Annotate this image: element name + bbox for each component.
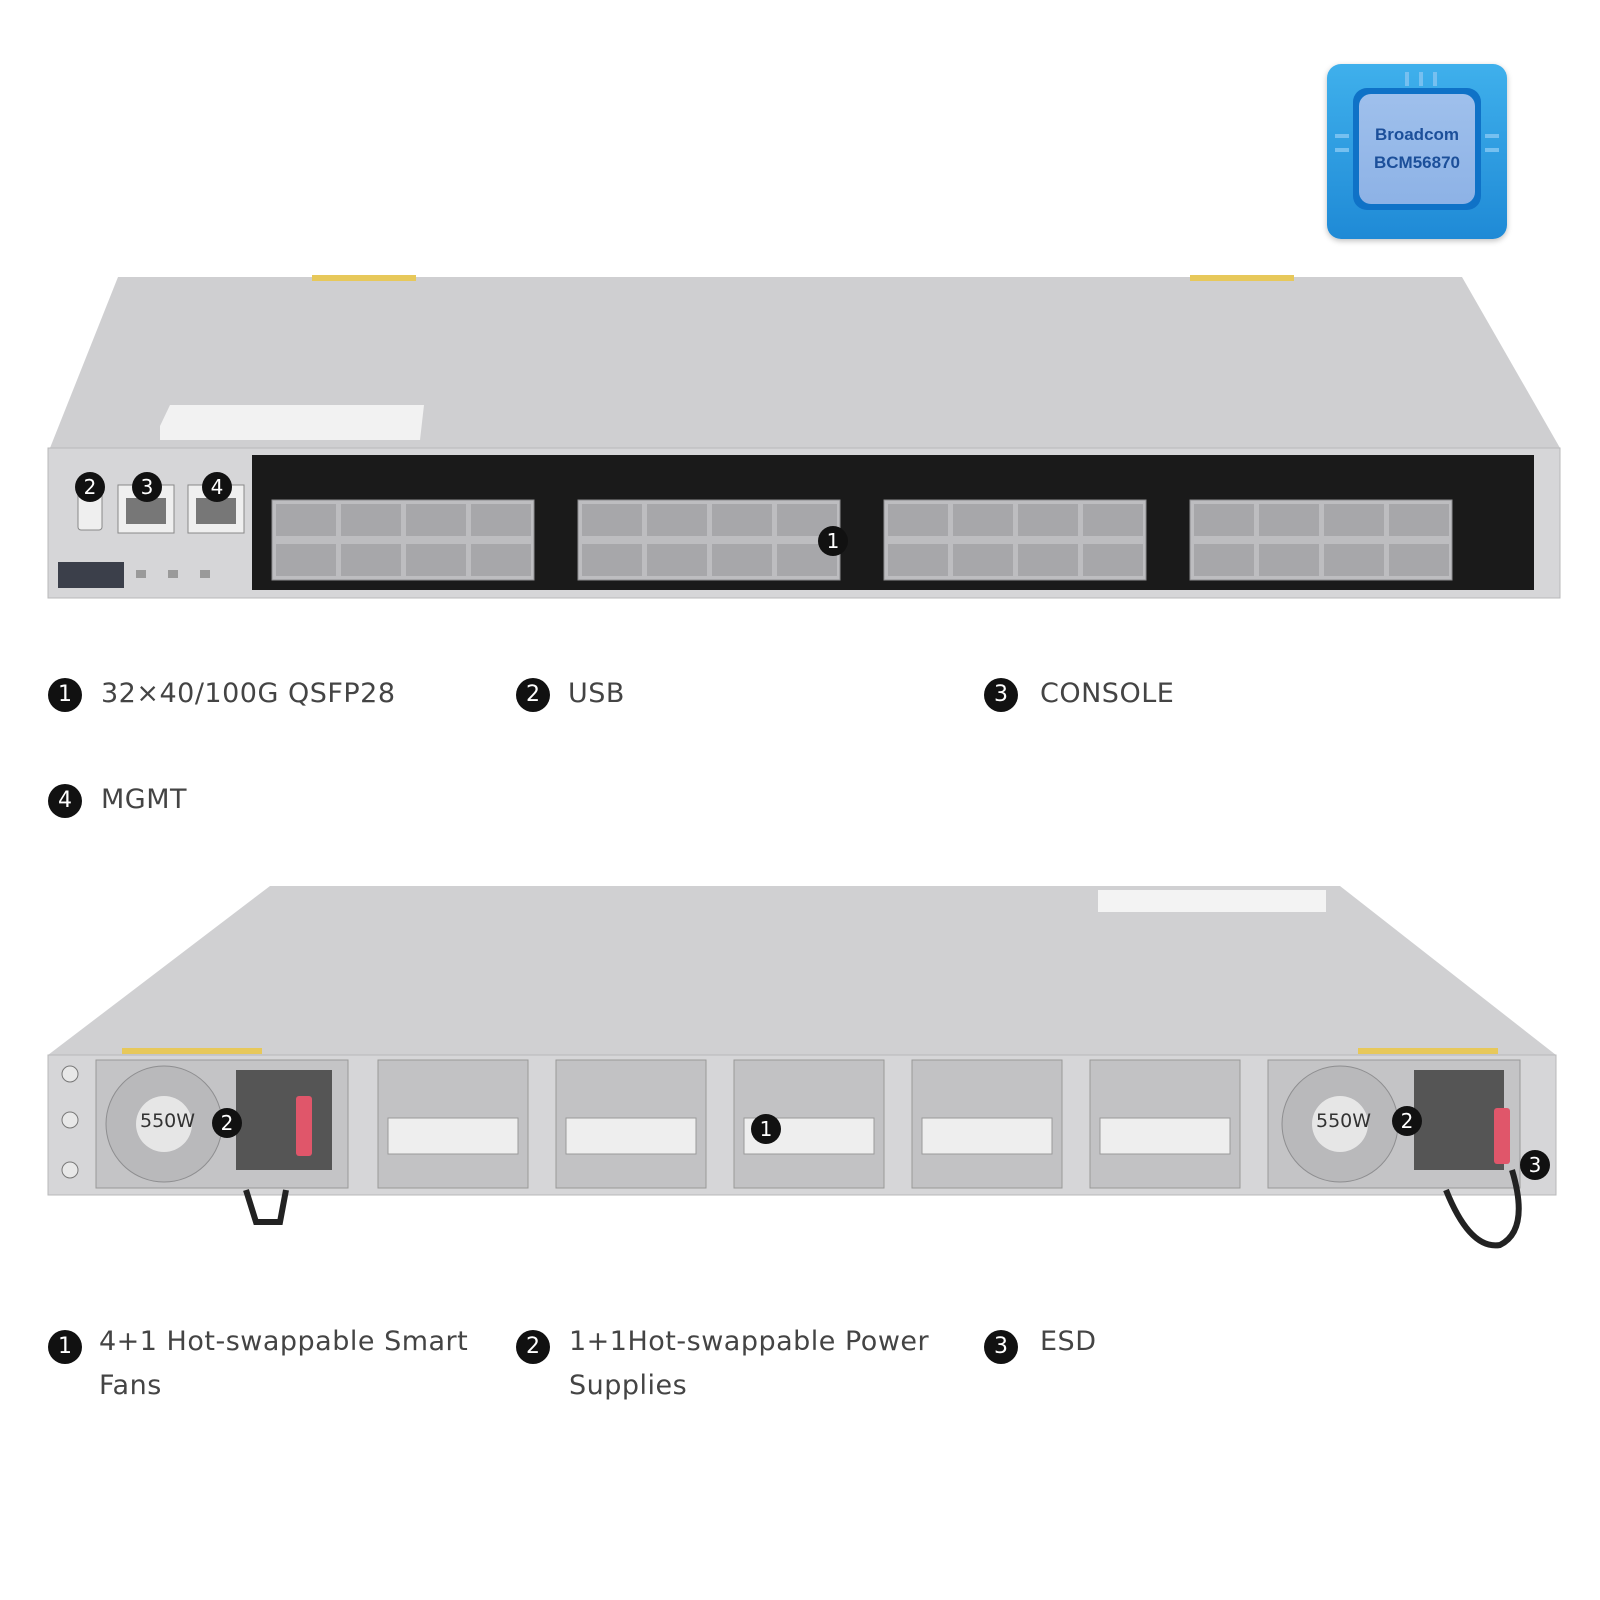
ground-screw (61, 1111, 79, 1129)
rear-switch-top-cover (48, 886, 1556, 1055)
rear-legend-num-3: 3 (984, 1330, 1018, 1364)
fs-model-label (58, 562, 124, 588)
rear-legend-text-3: ESD (1040, 1326, 1097, 1357)
psu-left-power-inlet (236, 1070, 332, 1170)
fan-module-labels (387, 1117, 1231, 1155)
psu-right-power-inlet (1414, 1070, 1504, 1170)
mgmt-port-opening (196, 498, 236, 524)
psu-right-latch (1494, 1108, 1510, 1164)
front-legend-num-4: 4 (48, 784, 82, 818)
rear-legend-text-1-line2: Fans (99, 1370, 162, 1401)
sys-led (136, 570, 146, 578)
chip-core: Broadcom BCM56870 (1359, 94, 1475, 204)
front-callout-2: 2 (75, 472, 105, 502)
front-legend-text-2: USB (568, 678, 625, 709)
psu-left-wattage: 550W (140, 1110, 196, 1132)
front-top-sticker (160, 405, 424, 440)
front-callout-3: 3 (132, 472, 162, 502)
rear-legend-num-2: 2 (516, 1330, 550, 1364)
chip-pin (1405, 72, 1409, 86)
front-legend-text-4: MGMT (101, 784, 188, 815)
rear-legend-text-2-line1: 1+1Hot-swappable Power (569, 1326, 930, 1357)
chip-pin (1433, 72, 1437, 86)
power-cord-clip-left (243, 1189, 289, 1225)
front-legend-num-1: 1 (48, 678, 82, 712)
chip-pin (1335, 148, 1349, 152)
rear-top-sticker (1098, 890, 1326, 912)
front-legend-text-3: CONSOLE (1040, 678, 1175, 709)
front-switch-top-cover (50, 277, 1560, 448)
chip-pin (1485, 134, 1499, 138)
front-callout-1: 1 (818, 526, 848, 556)
rear-legend-text-1-line1: 4+1 Hot-swappable Smart (99, 1326, 469, 1357)
rear-legend-num-1: 1 (48, 1330, 82, 1364)
chip-die: Broadcom BCM56870 (1353, 88, 1481, 210)
front-legend-num-2: 2 (516, 678, 550, 712)
psu-right-fan-hub (1312, 1096, 1368, 1152)
broadcom-chip-badge: Broadcom BCM56870 (1327, 64, 1507, 239)
chip-pin (1419, 72, 1423, 86)
ground-screw (61, 1161, 79, 1179)
rear-tape-right (1358, 1048, 1498, 1054)
rear-legend-text-2: 1+1Hot-swappable Power Supplies (569, 1320, 929, 1408)
front-callout-4: 4 (202, 472, 232, 502)
rear-legend-text-1: 4+1 Hot-swappable Smart Fans (99, 1320, 468, 1408)
rear-callout-1: 1 (751, 1114, 781, 1144)
rear-tape-left (122, 1048, 262, 1054)
front-tape-right (1190, 275, 1294, 281)
fan-led (200, 570, 210, 578)
power-cord-clip-right (1443, 1169, 1522, 1249)
front-legend-text-1: 32×40/100G QSFP28 (101, 678, 396, 709)
chip-vendor: Broadcom (1374, 125, 1460, 144)
rear-callout-2-right: 2 (1392, 1106, 1422, 1136)
front-legend-num-3: 3 (984, 678, 1018, 712)
rear-legend-text-2-line2: Supplies (569, 1370, 688, 1401)
rear-callout-2-left: 2 (212, 1108, 242, 1138)
chip-model: BCM56870 (1374, 153, 1460, 172)
chip-pin (1485, 148, 1499, 152)
rear-callout-3: 3 (1520, 1150, 1550, 1180)
front-tape-left (312, 275, 416, 281)
psu-left-latch (296, 1096, 312, 1156)
psu-led (168, 570, 178, 578)
console-port-opening (126, 498, 166, 524)
qsfp28-port-cages (276, 504, 1449, 576)
psu-right-wattage: 550W (1316, 1110, 1372, 1132)
psu-left-fan-hub (136, 1096, 192, 1152)
chip-pin (1335, 134, 1349, 138)
ground-screw (61, 1065, 79, 1083)
